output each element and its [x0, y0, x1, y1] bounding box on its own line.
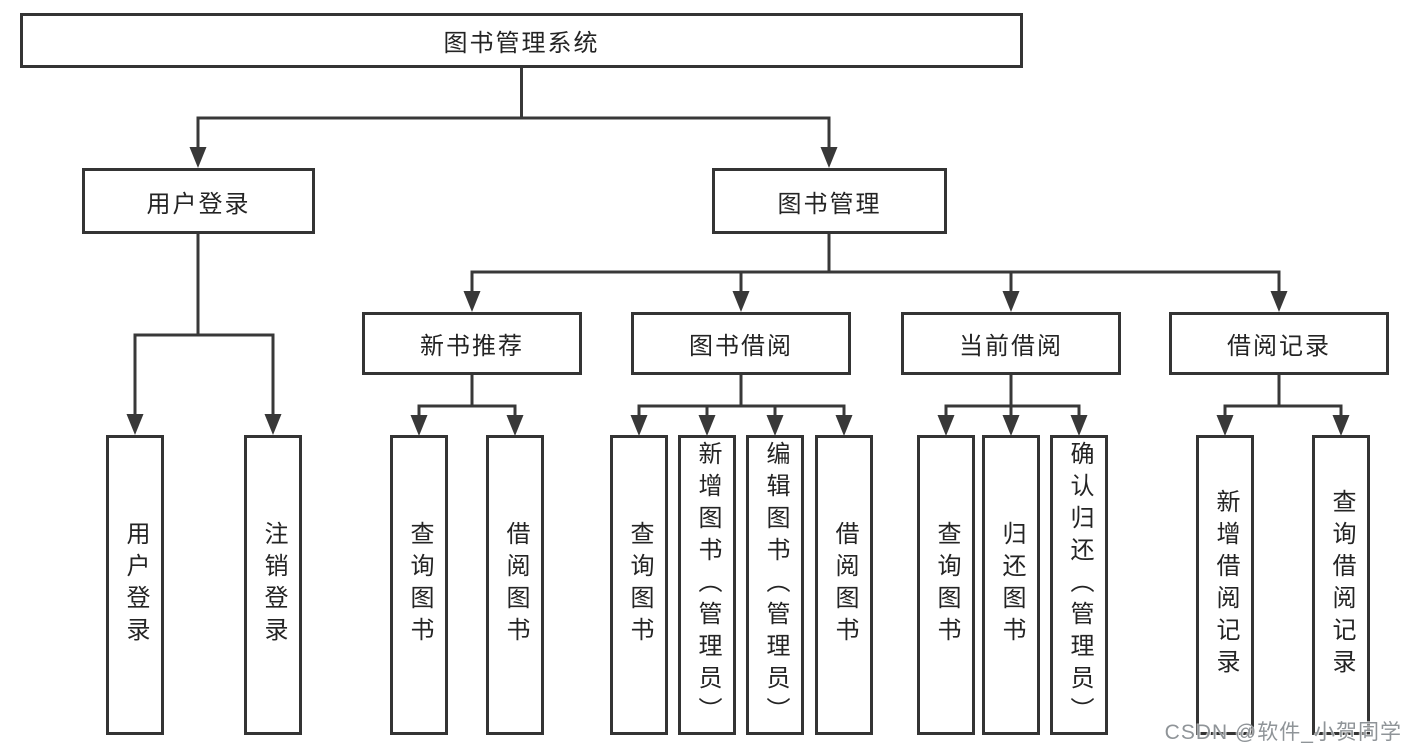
node-section-current-borrow: 当前借阅: [901, 312, 1121, 375]
leaf-query-borrow-record: 查询借阅记录: [1312, 435, 1370, 735]
leaf-borrow-books-newbooks: 借阅图书: [486, 435, 544, 735]
connector-current-borrow: [937, 373, 1088, 436]
leaf-query-books-newbooks: 查询图书: [390, 435, 448, 735]
node-root-system: 图书管理系统: [20, 13, 1023, 68]
csdn-watermark: CSDN @软件_小贺同学: [1164, 721, 1402, 744]
node-label: 图书借阅: [689, 333, 793, 360]
node-label: 归还图书: [998, 521, 1025, 649]
node-label: 查询图书: [406, 521, 433, 649]
leaf-confirm-return-admin: 确认归还（管理员）: [1050, 435, 1108, 735]
node-section-book-borrow: 图书借阅: [631, 312, 851, 375]
node-label: 注销登录: [260, 521, 287, 649]
connector-new-books: [410, 373, 524, 436]
connector-book-borrow: [630, 373, 853, 436]
leaf-borrow-books-borrow: 借阅图书: [815, 435, 873, 735]
connector-borrow-records: [1216, 373, 1350, 436]
node-label: 用户登录: [122, 521, 149, 649]
node-section-borrow-records: 借阅记录: [1169, 312, 1389, 375]
node-book-mgmt-module: 图书管理: [712, 168, 947, 234]
leaf-edit-book-admin: 编辑图书（管理员）: [746, 435, 804, 735]
node-label: 当前借阅: [959, 333, 1063, 360]
leaf-logout: 注销登录: [244, 435, 302, 735]
node-label: 图书管理系统: [443, 30, 600, 57]
node-label: 确认归还（管理员）: [1066, 441, 1093, 729]
node-label: 用户登录: [146, 190, 251, 218]
connector-user-login: [126, 232, 282, 435]
node-label: 借阅图书: [502, 521, 529, 649]
leaf-add-borrow-record: 新增借阅记录: [1196, 435, 1254, 735]
node-label: 查询借阅记录: [1328, 489, 1355, 681]
node-label: 图书管理: [777, 190, 882, 218]
node-label: 编辑图书（管理员）: [762, 441, 789, 729]
node-label: 借阅图书: [831, 521, 858, 649]
connector-root: [189, 66, 838, 168]
leaf-add-book-admin: 新增图书（管理员）: [678, 435, 736, 735]
leaf-return-books: 归还图书: [982, 435, 1040, 735]
leaf-query-books-borrow: 查询图书: [610, 435, 668, 735]
node-label: 新增图书（管理员）: [694, 441, 721, 729]
node-label: 查询图书: [933, 521, 960, 649]
node-label: 新增借阅记录: [1212, 489, 1239, 681]
leaf-query-books-current: 查询图书: [917, 435, 975, 735]
node-label: 查询图书: [626, 521, 653, 649]
node-user-login-module: 用户登录: [82, 168, 315, 234]
node-label: 借阅记录: [1227, 333, 1331, 360]
leaf-user-login: 用户登录: [106, 435, 164, 735]
node-label: 新书推荐: [420, 333, 524, 360]
connector-book-mgmt: [463, 232, 1288, 312]
node-section-new-books: 新书推荐: [362, 312, 582, 375]
